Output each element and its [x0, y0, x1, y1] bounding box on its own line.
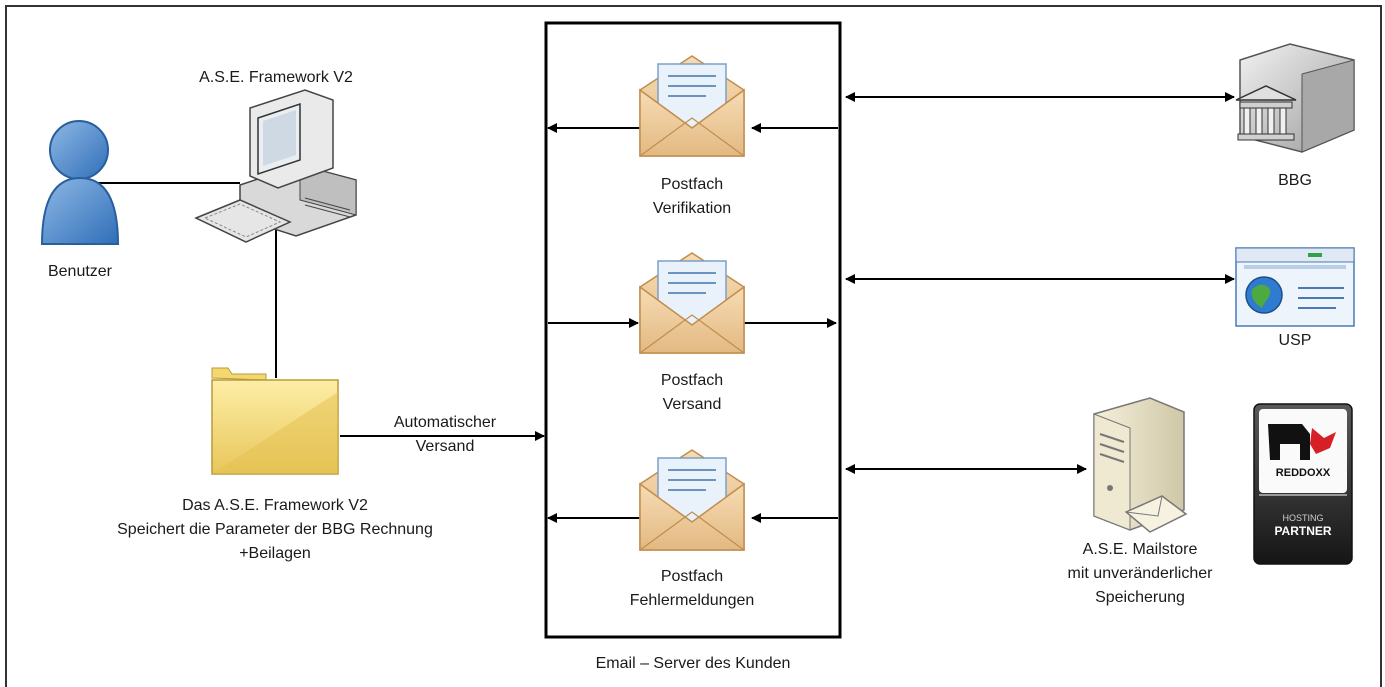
badge-brand: REDDOXX: [1275, 467, 1331, 479]
mailbox-verification-line1: Postfach: [660, 176, 724, 193]
folder-caption-line3: +Beilagen: [239, 545, 311, 562]
bank-icon: [1235, 43, 1355, 153]
mailstore-line1: A.S.E. Mailstore: [1082, 541, 1198, 558]
computer-icon: [194, 89, 357, 243]
user-label: Benutzer: [47, 263, 113, 280]
mailbox-send-line2: Versand: [662, 396, 722, 413]
reddoxx-badge: [1253, 403, 1353, 565]
auto-send-line1: Automatischer: [393, 414, 497, 431]
badge-line1: HOSTING: [1282, 513, 1324, 523]
mailbox-send-line1: Postfach: [660, 372, 724, 389]
folder-caption-line2: Speichert die Parameter der BBG Rechnung: [117, 521, 433, 538]
server-label: Email – Server des Kunden: [595, 655, 791, 672]
browser-icon: [1235, 247, 1355, 327]
badge-line2: PARTNER: [1274, 524, 1332, 538]
auto-send-line2: Versand: [415, 438, 475, 455]
folder-caption-line1: Das A.S.E. Framework V2: [182, 497, 368, 514]
mailstore-line2: mit unveränderlicher: [1067, 565, 1213, 582]
mailbox-verification-line2: Verifikation: [652, 200, 732, 217]
envelope-icon-errors: [639, 449, 745, 551]
envelope-icon-send: [639, 252, 745, 354]
mailbox-errors-line2: Fehlermeldungen: [629, 592, 755, 609]
server-icon: [1093, 397, 1188, 533]
bbg-label: BBG: [1278, 172, 1312, 189]
folder-icon: [211, 367, 339, 475]
usp-label: USP: [1278, 332, 1312, 349]
outer-frame: [5, 5, 1382, 687]
mailstore-line3: Speicherung: [1095, 589, 1185, 606]
mailbox-errors-line1: Postfach: [660, 568, 724, 585]
user-icon: [40, 120, 120, 245]
framework-label: A.S.E. Framework V2: [199, 69, 353, 86]
envelope-icon-verification: [639, 55, 745, 157]
